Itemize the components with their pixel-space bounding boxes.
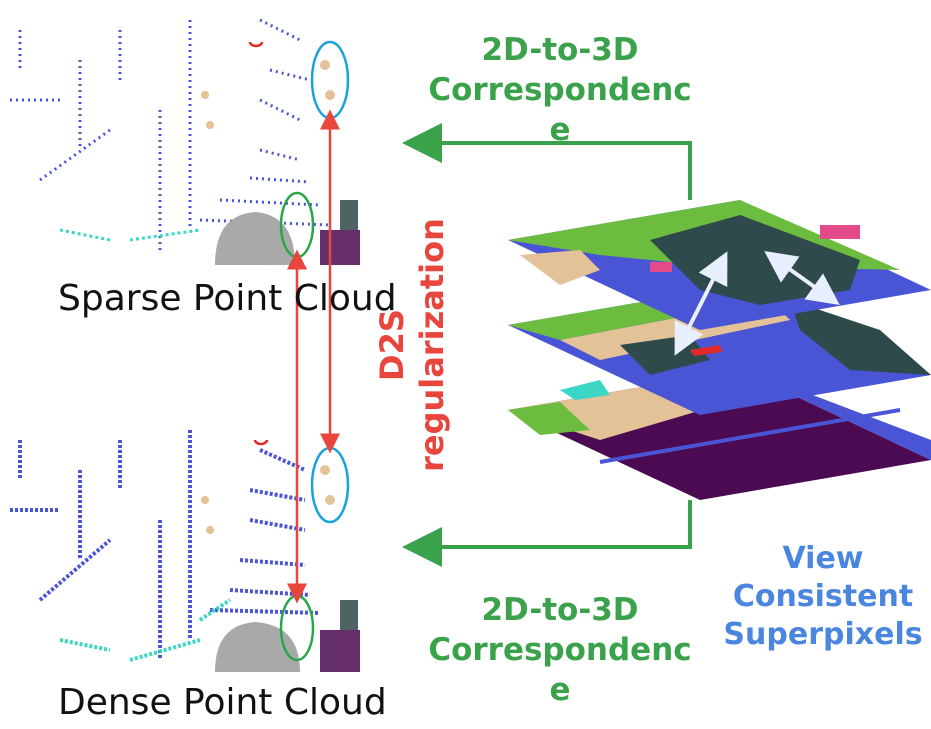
superpixels-label: View Consistent Superpixels xyxy=(715,540,931,654)
sparse-caption: Sparse Point Cloud xyxy=(58,278,397,319)
correspondence-top-line2: Correspondenc xyxy=(428,72,692,108)
regularization-line: regularization xyxy=(413,218,451,472)
correspondence-label-bottom: 2D-to-3D Correspondenc e xyxy=(420,590,700,710)
d2s-arrows xyxy=(287,109,340,604)
correspondence-arrows xyxy=(402,123,692,567)
superpixels-line2: Consistent xyxy=(732,579,914,614)
correspondence-bottom-line2: Correspondenc xyxy=(428,632,692,668)
d2s-regularization-label: D2S regularization xyxy=(372,215,452,475)
superpixel-layers xyxy=(508,200,931,500)
correspondence-bottom-line3: e xyxy=(549,672,571,708)
correspondence-bottom-line1: 2D-to-3D xyxy=(481,592,639,628)
dense-point-cloud xyxy=(10,430,360,672)
superpixels-line1: View xyxy=(782,541,864,576)
correspondence-top-line1: 2D-to-3D xyxy=(481,32,639,68)
correspondence-label-top: 2D-to-3D Correspondenc e xyxy=(420,30,700,150)
correspondence-top-line3: e xyxy=(549,112,571,148)
sparse-point-cloud xyxy=(10,18,360,265)
d2s-line: D2S xyxy=(373,309,411,381)
superpixels-line3: Superpixels xyxy=(723,617,923,652)
dense-caption: Dense Point Cloud xyxy=(58,682,387,723)
